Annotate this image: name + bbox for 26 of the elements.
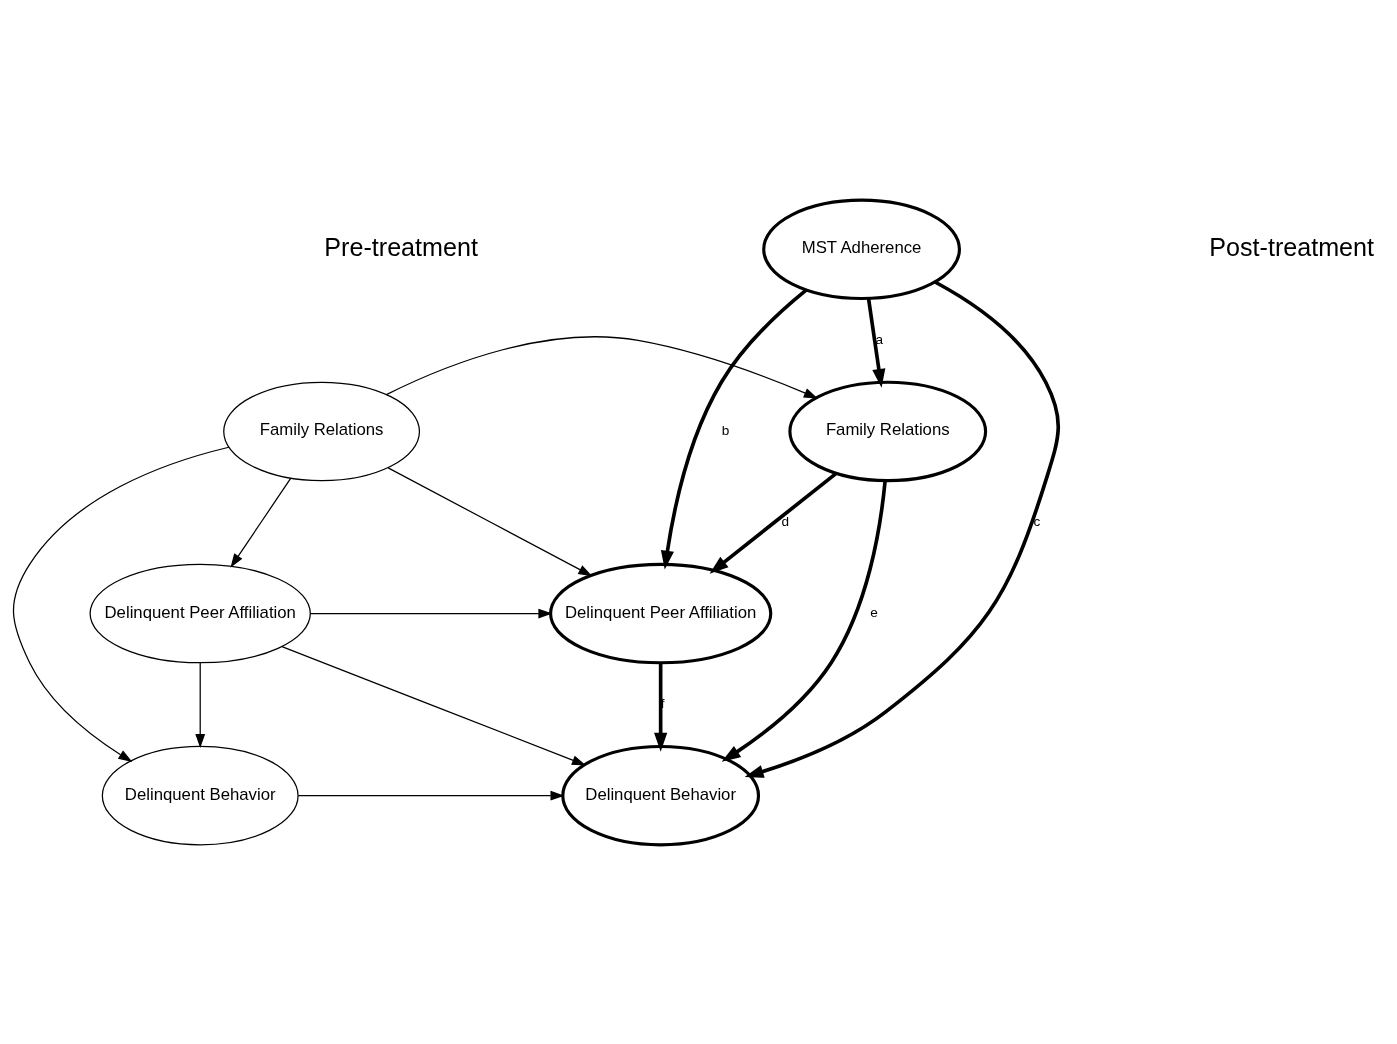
node-ellipse: Delinquent Peer Affiliation [89,563,311,663]
edge-label: b [721,422,730,438]
edge-label: e [870,604,878,620]
node-ellipse: Delinquent Behavior [101,745,299,845]
arrow [195,661,206,748]
arrow [230,477,292,568]
arrow [12,446,230,762]
arrow [866,297,886,388]
arrow [654,662,668,752]
label: Post-treatment [1209,232,1375,261]
arrow [281,645,586,765]
arrow [660,288,808,570]
arrow [709,471,838,574]
arrow [721,480,887,762]
arrow [385,335,818,398]
node-ellipse: Family Relations [788,380,988,482]
arrow [309,608,553,618]
label: Pre-treatment [324,232,478,261]
arrow [387,466,593,576]
edge-label: c [1033,513,1041,529]
node-ellipse: MST Adherence [762,198,961,300]
arrow [297,790,565,801]
edge-label: d [781,513,789,529]
arrow [744,279,1060,778]
edge-label: a [875,331,884,347]
node-ellipse: Family Relations [223,381,421,481]
